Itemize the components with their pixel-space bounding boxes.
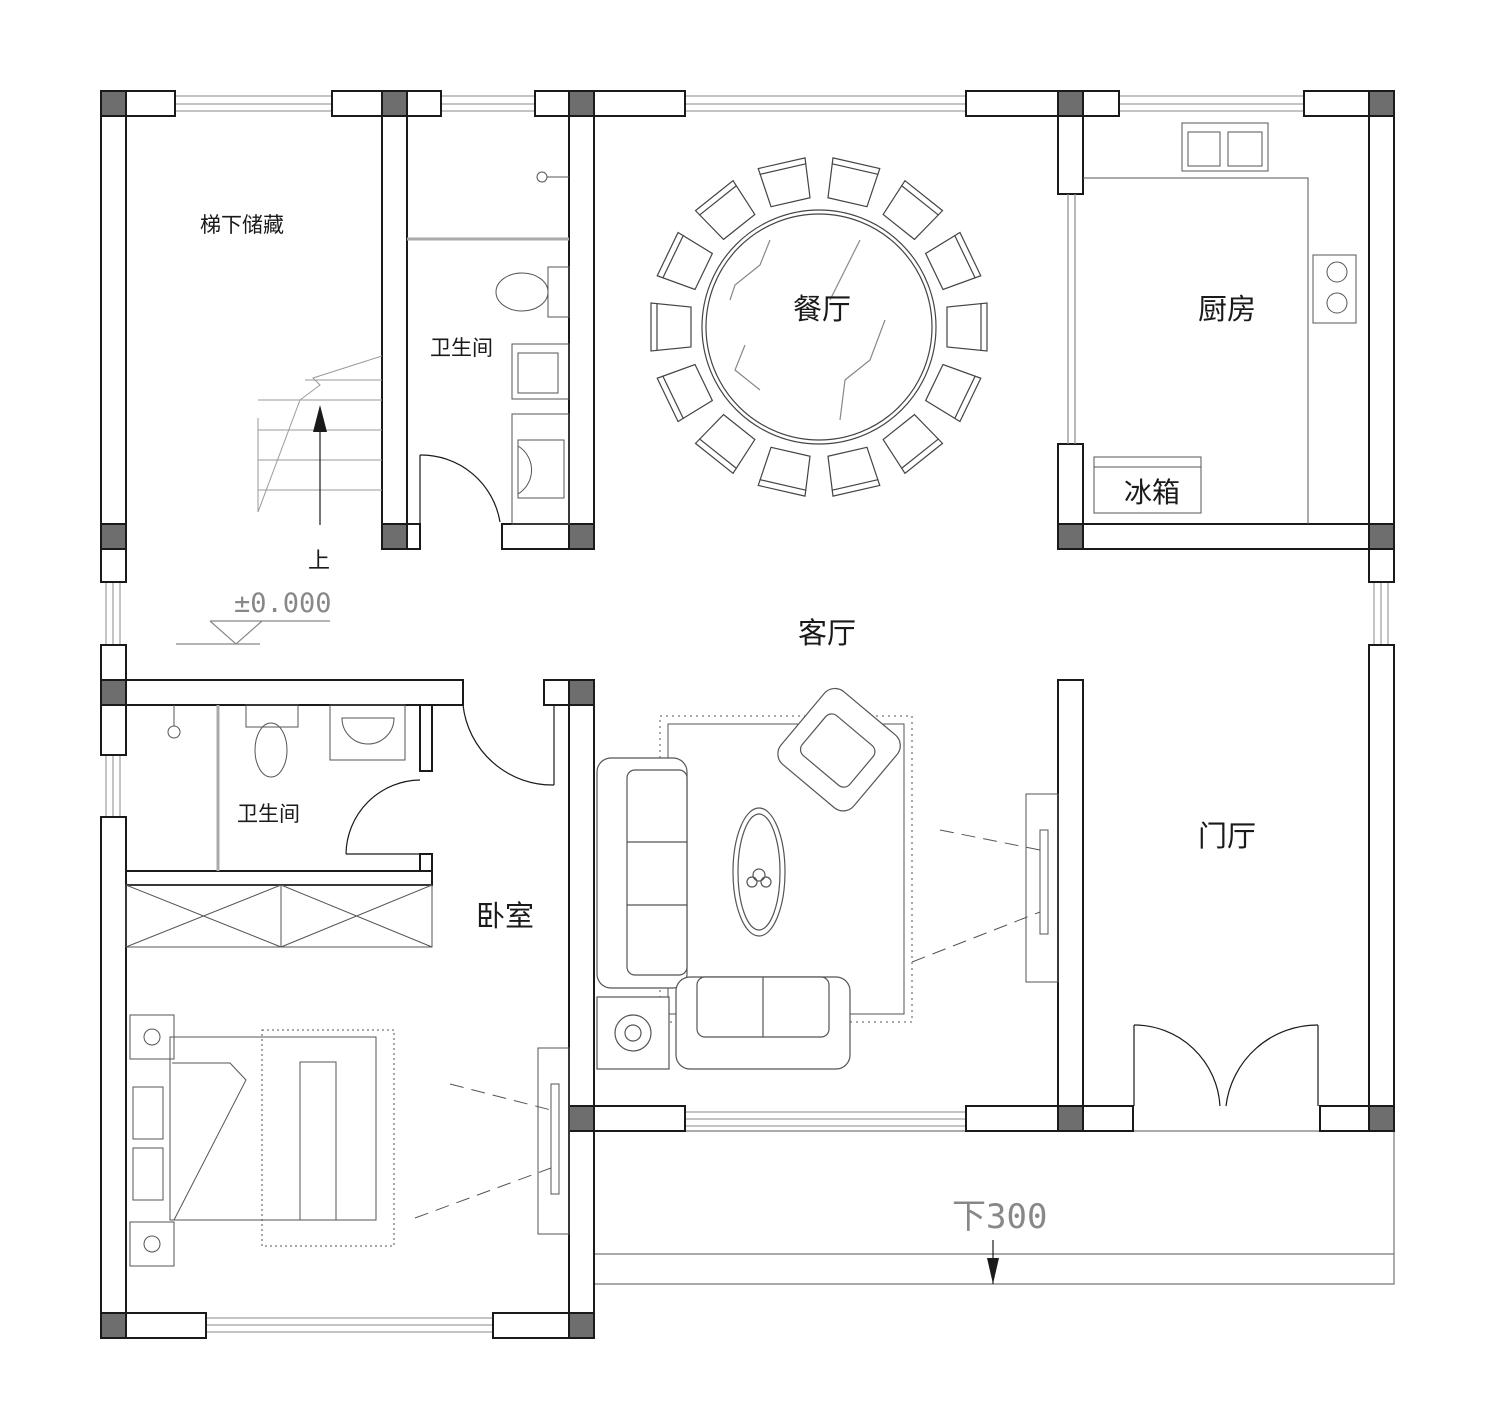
- level-mark-symbol: [176, 620, 330, 645]
- dining-label: 餐厅: [793, 292, 851, 326]
- tv-cabinet-living: [911, 793, 1059, 983]
- step-down-arrow-icon: [987, 1258, 999, 1284]
- kitchen-counters: [1083, 122, 1357, 524]
- lower-bathroom-label: 卫生间: [237, 802, 300, 826]
- doors: [345, 194, 1319, 1107]
- dining-chair: [946, 302, 988, 352]
- stair-up-label: 上: [308, 549, 330, 574]
- dining-chairs: [650, 157, 988, 497]
- armchair: [777, 687, 901, 812]
- wardrobe: [125, 884, 433, 948]
- kitchen-label: 厨房: [1198, 292, 1256, 326]
- bed: [129, 1014, 395, 1267]
- dining-chair: [827, 446, 881, 497]
- dining-chair: [656, 231, 714, 291]
- walls: [100, 90, 1395, 1339]
- stair-storage-label: 梯下储藏: [200, 213, 284, 237]
- fridge-label: 冰箱: [1124, 476, 1180, 509]
- dining-table: [701, 209, 937, 445]
- dining-chair: [694, 413, 756, 475]
- dining-chair: [650, 302, 692, 352]
- dining-chair: [924, 363, 982, 423]
- bedroom-label: 卧室: [476, 899, 534, 933]
- window-glazing: [105, 95, 1389, 1333]
- tv-cabinet-bedroom: [414, 1047, 570, 1235]
- level-mark-label: ±0.000: [234, 588, 332, 619]
- dining-chair: [924, 231, 982, 291]
- living-room-label: 客厅: [798, 616, 856, 650]
- upper-bathroom-label: 卫生间: [430, 336, 493, 360]
- dining-chair: [757, 157, 811, 208]
- step-down-label: 下300: [952, 1197, 1047, 1237]
- dining-chair: [827, 157, 881, 208]
- upper-bath-fixtures: [407, 171, 570, 525]
- staircase: [257, 355, 383, 525]
- dining-chair: [882, 179, 944, 241]
- columns: [100, 90, 1395, 1339]
- living-sofa: [596, 757, 851, 1070]
- dining-chair: [757, 446, 811, 497]
- entrance-hall-label: 门厅: [1198, 819, 1256, 853]
- lower-bath-fixtures: [167, 704, 406, 871]
- dining-chair: [694, 179, 756, 241]
- dining-chair: [882, 413, 944, 475]
- coffee-table: [732, 807, 786, 937]
- stair-up-arrow-icon: [313, 405, 327, 432]
- dining-chair: [656, 363, 714, 423]
